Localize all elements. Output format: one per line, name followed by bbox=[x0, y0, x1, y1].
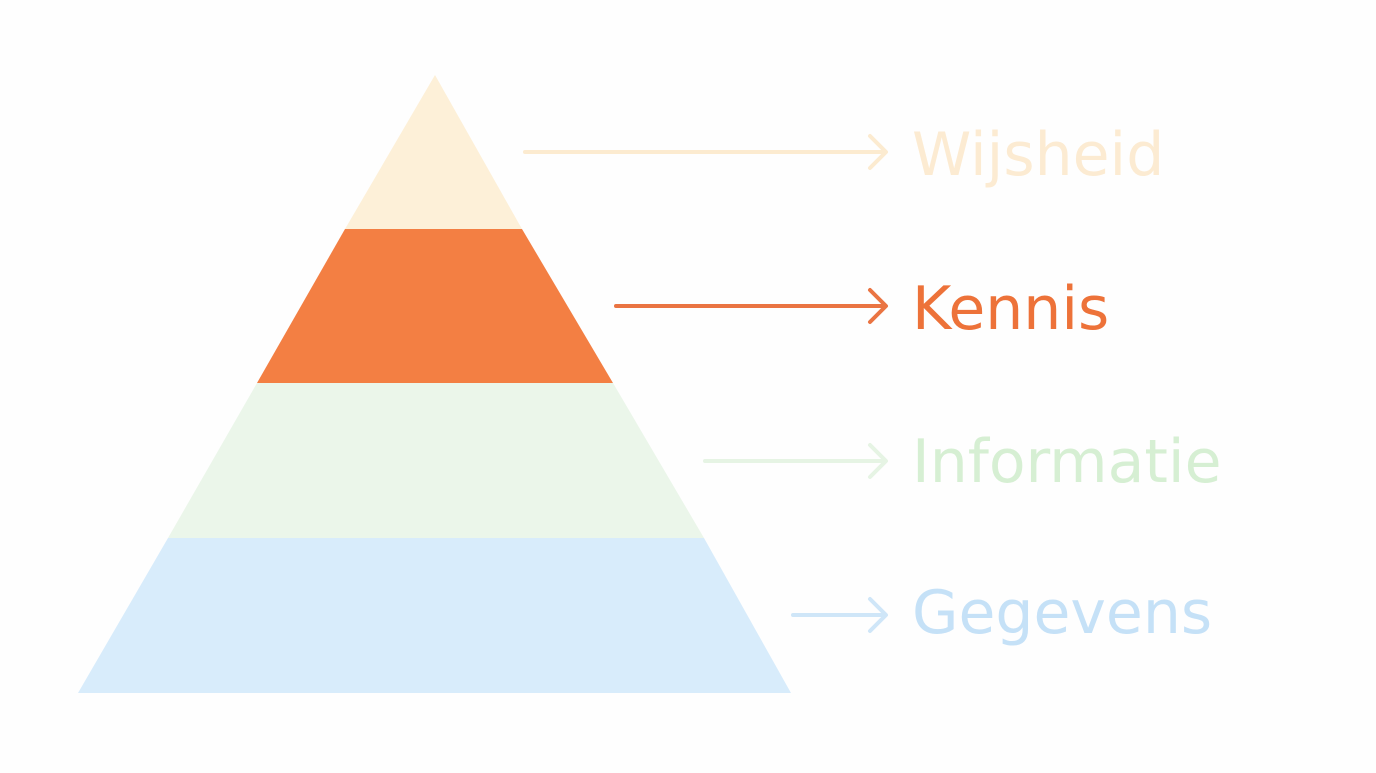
pyramid-layer-wisdom bbox=[345, 75, 522, 229]
arrow-data bbox=[791, 597, 888, 633]
arrow-knowledge bbox=[614, 288, 888, 324]
label-wisdom: Wijsheid bbox=[912, 120, 1164, 190]
pyramid-layer-data bbox=[78, 538, 791, 693]
label-data: Gegevens bbox=[912, 578, 1212, 648]
label-information: Informatie bbox=[912, 427, 1222, 497]
arrow-information bbox=[703, 443, 888, 479]
arrow-wisdom bbox=[523, 134, 888, 170]
pyramid-layer-information bbox=[168, 383, 704, 538]
label-knowledge: Kennis bbox=[912, 274, 1109, 344]
pyramid-layer-knowledge bbox=[257, 229, 613, 383]
